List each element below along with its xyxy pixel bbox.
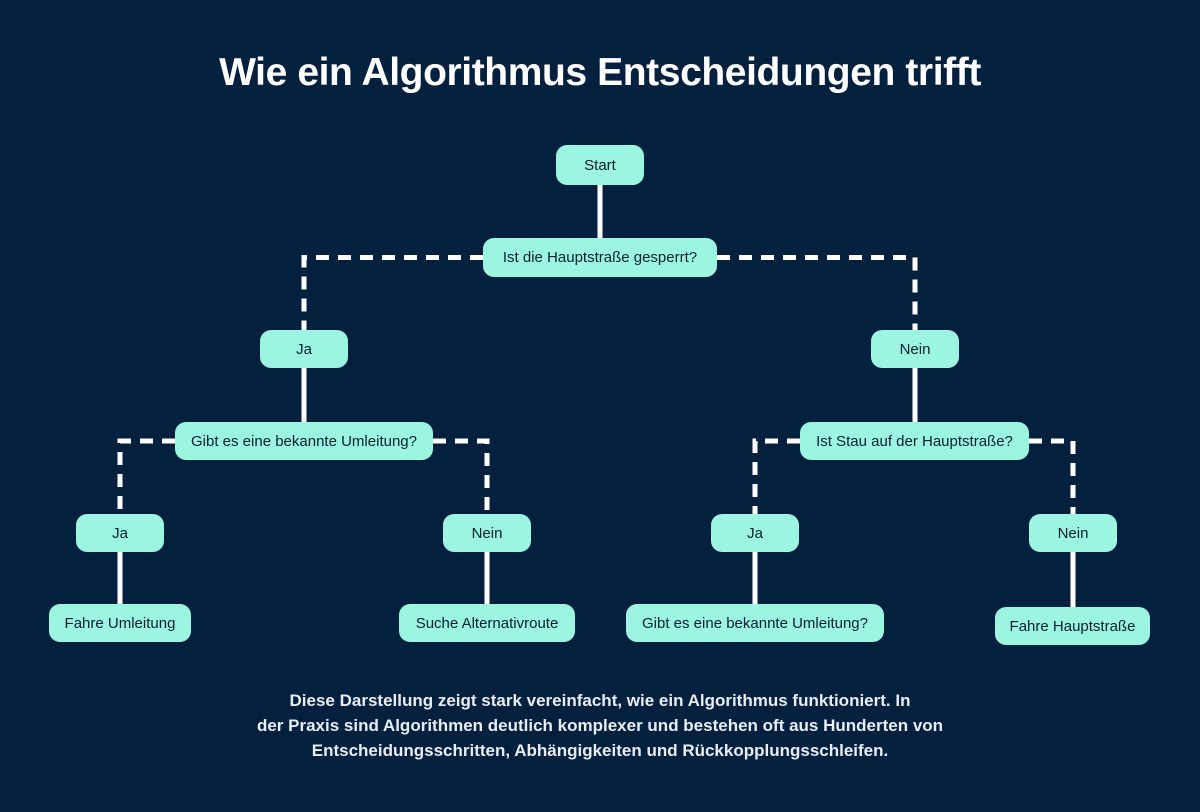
flow-node-q2[interactable]: Gibt es eine bekannte Umleitung? — [175, 422, 433, 460]
footer-line-3: Entscheidungsschritten, Abhängigkeiten u… — [311, 741, 889, 760]
flow-node-label: Nein — [899, 340, 931, 358]
flow-node-q2-ja[interactable]: Ja — [76, 514, 164, 552]
flow-node-out-alt[interactable]: Suche Alternativroute — [399, 604, 575, 642]
flow-node-label: Nein — [471, 524, 503, 542]
footer-line-2: der Praxis sind Algorithmen deutlich kom… — [256, 716, 944, 735]
flow-node-label: Ist Stau auf der Hauptstraße? — [816, 432, 1013, 450]
flow-node-out-umleitung2[interactable]: Gibt es eine bekannte Umleitung? — [626, 604, 884, 642]
flow-node-label: Gibt es eine bekannte Umleitung? — [642, 614, 868, 632]
flow-node-start[interactable]: Start — [556, 145, 644, 185]
flow-node-label: Suche Alternativroute — [415, 614, 559, 632]
flow-node-label: Fahre Hauptstraße — [1009, 617, 1136, 635]
flow-node-label: Ja — [112, 524, 128, 542]
flow-node-out-haupt[interactable]: Fahre Hauptstraße — [995, 607, 1150, 645]
flow-node-q3[interactable]: Ist Stau auf der Hauptstraße? — [800, 422, 1029, 460]
flow-node-label: Ja — [296, 340, 312, 358]
flow-node-q1-nein[interactable]: Nein — [871, 330, 959, 368]
flow-node-label: Fahre Umleitung — [64, 614, 176, 632]
flow-node-q3-ja[interactable]: Ja — [711, 514, 799, 552]
flow-node-q2-nein[interactable]: Nein — [443, 514, 531, 552]
flow-node-q1-ja[interactable]: Ja — [260, 330, 348, 368]
flow-node-label: Gibt es eine bekannte Umleitung? — [191, 432, 417, 450]
flow-node-label: Start — [584, 156, 616, 174]
flow-node-label: Nein — [1057, 524, 1089, 542]
flow-node-label: Ist die Hauptstraße gesperrt? — [502, 249, 698, 266]
flow-node-q3-nein[interactable]: Nein — [1029, 514, 1117, 552]
flow-node-q1[interactable]: Ist die Hauptstraße gesperrt? — [483, 238, 717, 277]
flow-node-label: Ja — [747, 524, 763, 542]
footer-line-1: Diese Darstellung zeigt stark vereinfach… — [289, 691, 911, 710]
footer-note: Diese Darstellung zeigt stark vereinfach… — [0, 688, 1200, 763]
flow-node-out-umleitung[interactable]: Fahre Umleitung — [49, 604, 191, 642]
page-title: Wie ein Algorithmus Entscheidungen triff… — [219, 51, 981, 94]
